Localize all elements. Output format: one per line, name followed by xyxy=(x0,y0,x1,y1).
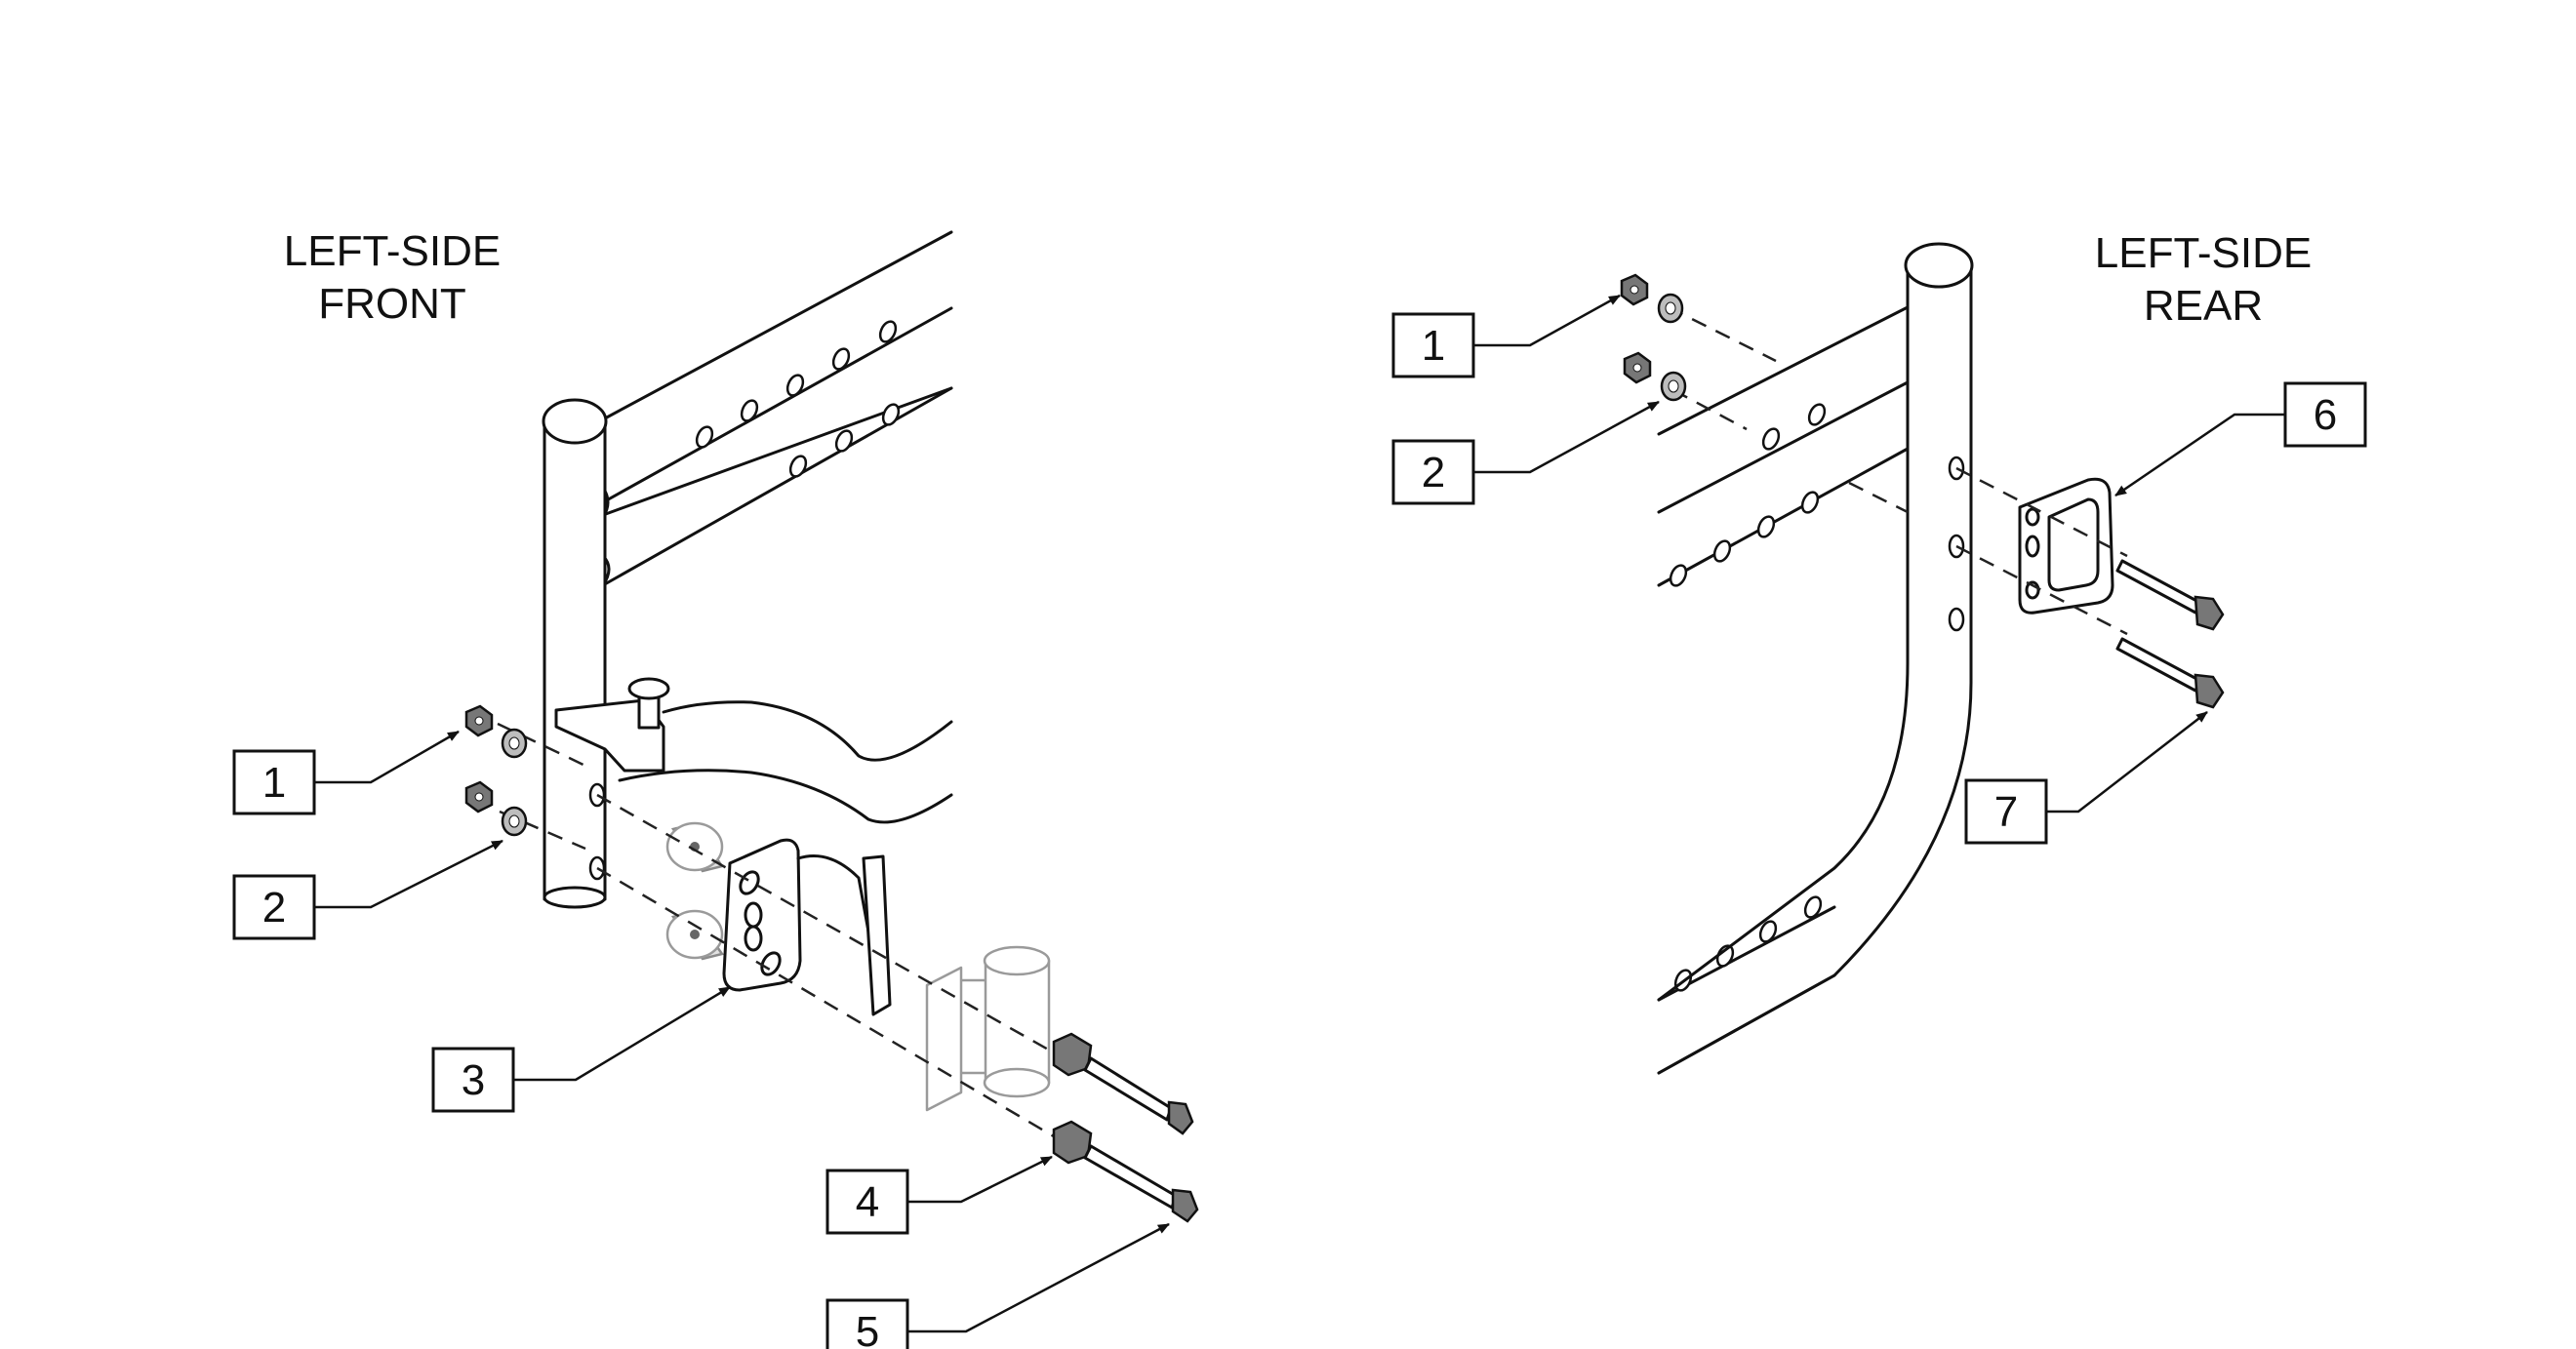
callout-front-4: 4 xyxy=(825,1155,1053,1235)
callout-rear-7: 7 xyxy=(1964,711,2208,845)
callout-number: 5 xyxy=(856,1308,879,1349)
callout-rear-2: 2 xyxy=(1391,400,1660,505)
callout-number: 1 xyxy=(262,759,286,807)
rear-rail-holes xyxy=(1669,403,1827,992)
callout-number: 2 xyxy=(1422,449,1445,496)
rear-callouts: 1 2 6 7 xyxy=(1391,294,2367,845)
rear-nuts-washers xyxy=(1620,273,1687,402)
callout-front-3: 3 xyxy=(431,985,731,1113)
callout-number: 7 xyxy=(1994,788,2018,836)
callout-number: 3 xyxy=(462,1056,485,1104)
front-vertical-post xyxy=(542,398,608,909)
callout-rear-6: 6 xyxy=(2114,381,2367,497)
front-bolts xyxy=(1052,1032,1199,1223)
callout-number: 2 xyxy=(262,884,286,932)
front-title-line1: LEFT-SIDE xyxy=(284,227,502,275)
callout-front-1: 1 xyxy=(232,730,460,815)
rear-bracket xyxy=(2018,477,2114,615)
front-callouts: 1 2 3 4 5 xyxy=(232,730,1170,1349)
callout-rear-1: 1 xyxy=(1391,294,1621,378)
rear-view: LEFT-SIDE REAR xyxy=(1620,229,2313,1075)
front-spacers xyxy=(665,821,725,961)
rear-title-line2: REAR xyxy=(2144,282,2263,330)
front-hinge-bracket xyxy=(722,838,892,1016)
front-view: LEFT-SIDE FRONT xyxy=(284,227,1199,1223)
rear-frame-rails xyxy=(1657,305,1910,1075)
front-hinge-barrel xyxy=(925,945,1051,1112)
callout-number: 6 xyxy=(2314,391,2337,439)
callout-number: 1 xyxy=(1422,322,1445,370)
rear-bolts xyxy=(2115,559,2225,709)
front-nuts-washers xyxy=(464,704,528,837)
front-title-line2: FRONT xyxy=(318,280,466,328)
rear-title-line1: LEFT-SIDE xyxy=(2095,229,2313,277)
front-lower-rails xyxy=(618,700,953,824)
front-rail-holes xyxy=(695,320,901,478)
front-post-clamp xyxy=(554,677,670,773)
callout-front-5: 5 xyxy=(825,1222,1170,1349)
callout-front-2: 2 xyxy=(232,839,503,940)
callout-number: 4 xyxy=(856,1178,879,1226)
rear-vertical-post xyxy=(1657,242,1974,1075)
rear-assembly-lines xyxy=(1668,305,2128,636)
